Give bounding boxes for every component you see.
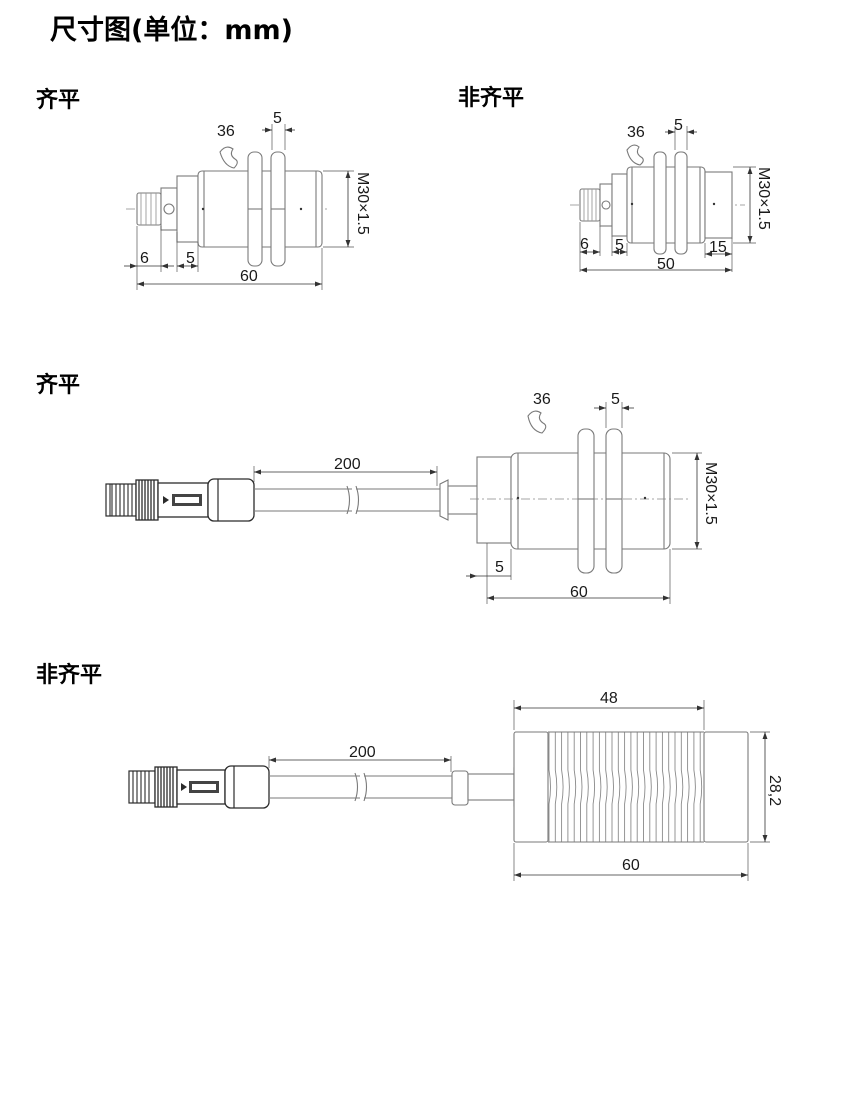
dim-total-length: 50 <box>657 256 675 273</box>
dim-wrench-size: 36 <box>533 391 551 408</box>
sensor-flush-connector: 36 5 M30×1.5 6 5 60 <box>124 110 371 290</box>
dim-plug-length: 6 <box>580 236 589 253</box>
dim-tip-length: 15 <box>709 239 727 256</box>
connector-plug-icon <box>105 478 255 522</box>
dim-nut-width: 5 <box>273 110 282 127</box>
dim-thread-size: M30×1.5 <box>354 172 371 235</box>
wrench-icon <box>626 144 644 166</box>
section-label-nonflush-1: 非齐平 <box>458 86 525 111</box>
dim-cable-length: 200 <box>349 744 376 761</box>
section-label-nonflush-2: 非齐平 <box>36 663 103 688</box>
dim-step-length: 5 <box>615 237 624 254</box>
section-label-flush-1: 齐平 <box>36 88 81 113</box>
dim-wrench-size: 36 <box>627 124 645 141</box>
dim-thread-size: M30×1.5 <box>755 167 772 230</box>
dim-wrench-size: 36 <box>217 123 235 140</box>
dim-nut-width: 5 <box>611 391 620 408</box>
dim-diameter: 28,2 <box>766 775 783 806</box>
dim-total-length: 60 <box>240 268 258 285</box>
dim-total-length: 60 <box>622 857 640 874</box>
wrench-icon <box>527 410 547 434</box>
cooling-fins <box>548 731 704 843</box>
sensor-flush-cable: 200 36 5 M30×1.5 5 60 <box>105 391 719 604</box>
dim-cable-length: 200 <box>334 456 361 473</box>
page-title: 尺寸图(单位：mm) <box>50 15 293 46</box>
dim-plug-length: 6 <box>140 250 149 267</box>
dim-thread-size: M30×1.5 <box>702 462 719 525</box>
connector-plug-icon <box>128 765 270 809</box>
dim-total-length: 60 <box>570 584 588 601</box>
wrench-icon <box>219 146 238 169</box>
section-label-flush-2: 齐平 <box>36 373 81 398</box>
sensor-nonflush-cable: 200 48 28,2 60 <box>128 690 783 881</box>
dim-head-length: 48 <box>600 690 618 707</box>
sensor-nonflush-connector: 36 5 M30×1.5 6 5 15 50 <box>570 117 772 273</box>
dim-step-length: 5 <box>495 559 504 576</box>
dim-step-length: 5 <box>186 250 195 267</box>
dim-nut-width: 5 <box>674 117 683 134</box>
